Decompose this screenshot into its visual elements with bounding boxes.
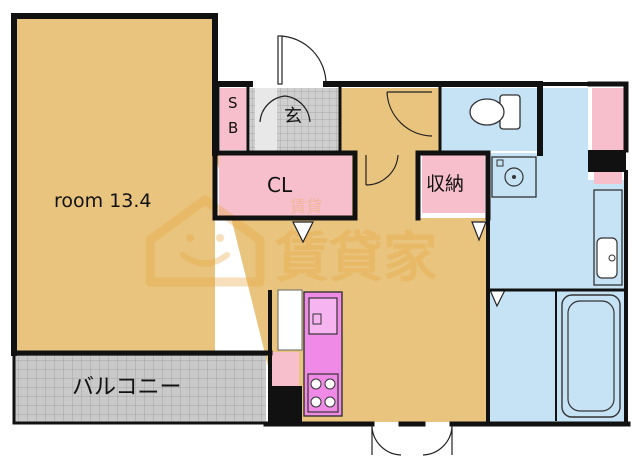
shoe-box-label-s: S [228,94,238,112]
hall-door-icon [386,91,433,137]
burner-icon [310,378,322,390]
walls [11,13,631,427]
drain-corner [496,159,504,167]
burner-icon [310,396,322,408]
main-room-wall [11,13,218,156]
floors [14,16,624,423]
closet-door-icon [292,221,314,244]
burner-icon [324,378,336,390]
balcony-label: バルコニー [72,375,182,400]
hall-floor-2 [355,153,420,223]
toilet-wall [338,86,442,155]
drain-dot [512,175,516,179]
vanity-sink-icon [596,237,618,279]
right-storage-top [592,88,624,150]
entrance-door-icon [279,35,327,85]
entrance-door-leaf [277,35,283,85]
closet-label: CL [267,173,293,197]
watermark-text: 賃貸家 [274,226,437,289]
entrance-label: 玄 [284,106,302,127]
shoe-box-label-b: B [228,119,238,137]
bottom-door-left-icon [371,425,402,456]
watermark-face-left-eye [186,234,194,242]
east-column [588,150,626,172]
corridor-blue [540,88,588,153]
doors [259,35,543,456]
kitchen-cooktop [307,373,339,413]
toilet-bowl-icon [469,98,505,126]
closet-walls [212,150,358,221]
storage-door-icon [471,221,487,242]
main-room-label: room 13.4 [54,190,152,212]
balcony-floor [14,355,266,423]
kitchen-column [268,386,302,424]
labels: room 13.4 S B 玄 CL 収納 バルコニー [54,94,464,400]
storage-label: 収納 [426,173,464,195]
washing-machine-drain-icon [504,167,524,187]
bathtub-inner-icon [567,300,615,412]
main-room-floor [14,16,215,353]
entrance-step [255,88,277,152]
east-wall [587,81,629,153]
storage-floor [422,155,485,213]
fridge-space [277,289,303,351]
kitchen-side-storage [271,352,299,386]
closet-floor [219,155,352,217]
ldk-door-icon [365,154,399,186]
right-storage-mid [594,172,622,184]
shoe-box [220,88,247,150]
vanity-faucet [608,254,616,262]
bottom-door-right-icon [422,425,453,456]
watermark-small-text: 賃貸 [290,197,322,216]
burner-icon [324,396,336,408]
kitchen-sink-icon [308,297,338,335]
watermark-house-icon [145,195,265,287]
fixtures [14,94,623,418]
watermark-face-right-eye [216,234,224,242]
watermark-smile [180,252,230,267]
hall-floor [340,88,440,153]
shoe-box-door-icon [259,95,311,123]
kitchen-faucet [312,313,322,325]
shoe-box-wall [216,86,250,152]
